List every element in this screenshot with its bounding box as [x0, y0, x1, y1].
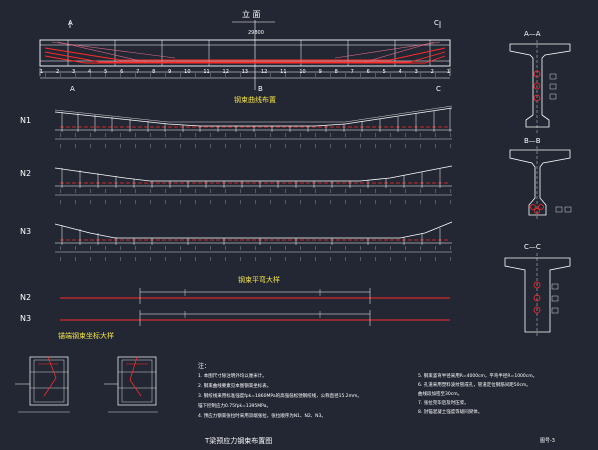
node-number: 3	[414, 69, 418, 75]
note-line: 3. 钢绞线采用标准强度fpk=1860MPa的高强低松弛钢绞线，公称直径15.…	[198, 394, 362, 399]
section-label-b: B—B	[524, 137, 541, 145]
elevation-title: 立 面	[242, 10, 261, 19]
node-number: 3	[72, 69, 76, 75]
node-number: 12	[260, 69, 268, 75]
note-line: 6. 孔道采用塑料波纹管成孔，管道定位钢筋间距50cm。	[418, 383, 531, 388]
tendon-profile-n1	[54, 105, 453, 148]
straight-view-title: 钢束平弯大样	[238, 276, 280, 284]
drawing-title: T梁预应力钢束布置图	[205, 437, 273, 445]
elevation-span-dim: 29800	[248, 30, 264, 36]
section-mark-b: B	[258, 85, 263, 93]
node-number: 9	[168, 69, 172, 75]
node-number: 1	[40, 69, 44, 75]
node-number: 1	[446, 69, 450, 75]
note-line: 7. 张拉完毕后及时压浆。	[418, 401, 469, 406]
tendon-plan-title: 钢束曲线布置	[234, 96, 276, 104]
node-number: 7	[350, 69, 354, 75]
node-number: 10	[299, 69, 306, 75]
note-line: 1. 本图尺寸除注明外均以厘米计。	[198, 374, 267, 379]
notes-left: 注： 1. 本图尺寸除注明外均以厘米计。 2. 钢束曲线要素见本图钢束坐标表。 …	[198, 362, 398, 422]
node-number: 4	[88, 69, 92, 75]
note-line: 4. 预应力钢束张拉时采用双端张拉，张拉顺序为N1、N2、N3。	[198, 414, 326, 419]
straight-bend-view	[60, 288, 450, 326]
straight-label-n2: N2	[20, 293, 32, 302]
node-number: 8	[334, 69, 338, 75]
node-number: 13	[241, 69, 249, 75]
node-number: 2	[430, 69, 434, 75]
tendon-label-n2: N2	[20, 169, 32, 178]
node-number: 5	[104, 69, 108, 75]
node-number: 6	[366, 69, 370, 75]
node-number: 9	[318, 69, 322, 75]
node-number: 11	[203, 69, 210, 75]
node-number: 7	[136, 69, 140, 75]
node-number: 2	[56, 69, 60, 75]
node-number: 5	[382, 69, 386, 75]
section-label-c: C—C	[524, 243, 541, 251]
section-mark-a-bottom: A	[70, 85, 75, 93]
section-b-b	[509, 146, 572, 220]
node-number: 12	[222, 69, 229, 75]
elevation-view	[39, 20, 451, 90]
tendon-label-n1: N1	[20, 116, 32, 125]
notes-right: 5. 钢束竖弯半径采用R=4000cm，平弯半径R=1000cm。 6. 孔道采…	[418, 372, 588, 417]
note-line: 锚下控制应力0.75fpk=1395MPa。	[198, 404, 271, 409]
tendon-profile-n2	[54, 165, 453, 204]
straight-label-n3: N3	[20, 314, 32, 323]
section-mark-a-top: A	[68, 19, 73, 27]
section-mark-c-top: C	[434, 19, 439, 27]
note-line: 曲线段加密至30cm。	[418, 392, 463, 397]
anchor-detail	[15, 356, 158, 413]
note-line: 5. 钢束竖弯半径采用R=4000cm，平弯半径R=1000cm。	[418, 374, 538, 379]
note-line: 2. 钢束曲线要素见本图钢束坐标表。	[198, 384, 272, 389]
section-label-a: A—A	[524, 30, 541, 38]
section-c-c	[504, 253, 571, 338]
section-mark-c-bottom: C	[436, 85, 441, 93]
tendon-profile-n3	[54, 221, 453, 261]
node-number: 10	[184, 69, 191, 75]
tendon-label-n3: N3	[20, 227, 32, 236]
node-number: 8	[152, 69, 156, 75]
section-a-a	[509, 40, 571, 133]
anchor-detail-title: 锚端钢束坐标大样	[58, 332, 114, 340]
note-line: 8. 封锚混凝土强度等级同梁体。	[418, 410, 483, 415]
drawing-number: 图号-3	[540, 438, 555, 444]
notes-heading: 注：	[198, 363, 211, 370]
node-number: 11	[280, 69, 287, 75]
node-number: 4	[398, 69, 402, 75]
node-number: 6	[120, 69, 124, 75]
